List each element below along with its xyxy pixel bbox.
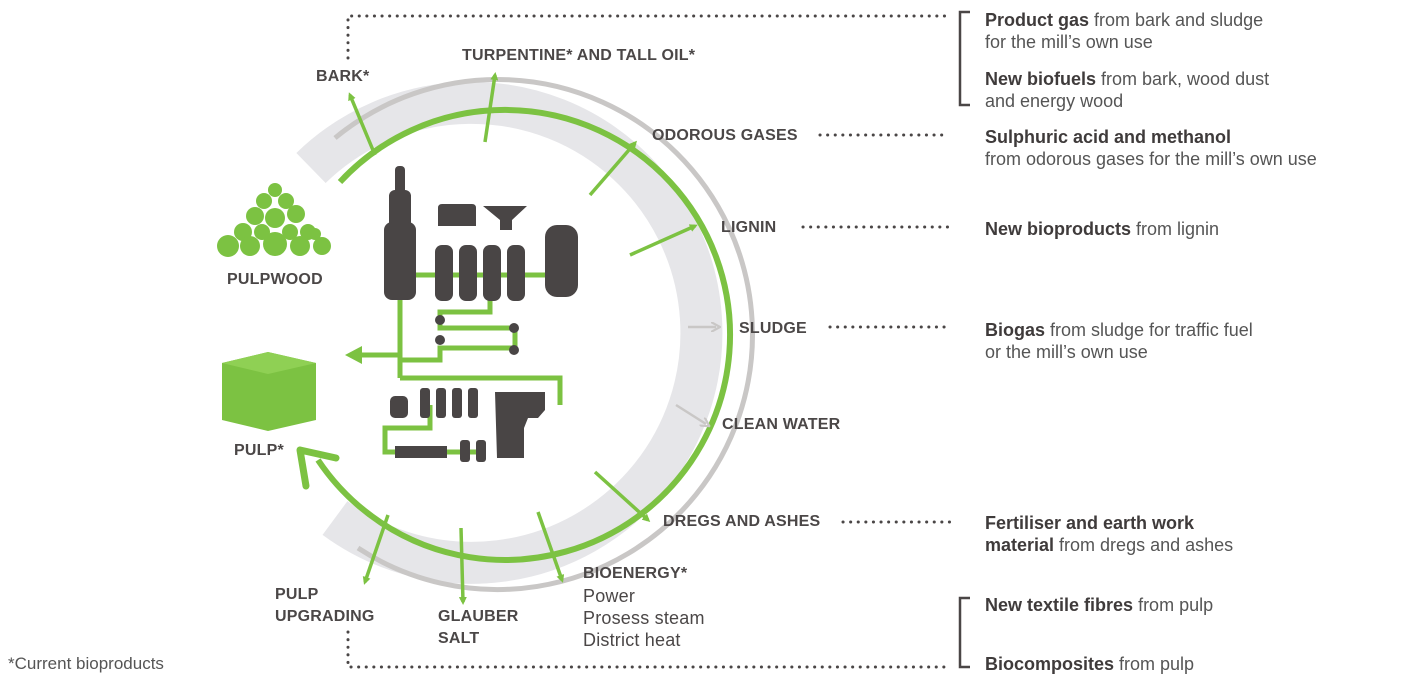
pulp-arrowhead <box>296 446 340 490</box>
label-pulp-upgrading: PULP UPGRADING <box>275 584 375 628</box>
sulphuric-line2: from odorous gases for the mill’s own us… <box>985 149 1317 169</box>
pulpwood-icon <box>217 183 331 257</box>
label-glauber-line1: GLAUBER <box>438 608 519 625</box>
light-ring <box>296 81 723 584</box>
label-clean-water: CLEAN WATER <box>722 416 841 433</box>
sulphuric-text: Sulphuric acid and methanol from odorous… <box>985 126 1317 170</box>
biogas-rest: from sludge for traffic fuel <box>1045 320 1253 340</box>
footnote: *Current bioproducts <box>8 654 164 673</box>
textile-text: New textile fibres from pulp <box>985 594 1213 616</box>
output-arrows <box>348 72 698 605</box>
green-ring <box>315 106 733 563</box>
product-gas-rest: from bark and sludge <box>1089 10 1264 30</box>
label-glauber-salt: GLAUBER SALT <box>438 606 519 650</box>
biocomposites-rest: from pulp <box>1114 654 1195 674</box>
label-sludge: SLUDGE <box>739 320 807 337</box>
fertiliser-text: Fertiliser and earth work material from … <box>985 512 1233 556</box>
biogas-bold: Biogas <box>985 320 1046 340</box>
biogas-line2: or the mill’s own use <box>985 342 1148 362</box>
process-pipes <box>350 272 563 455</box>
label-odorous-gases: ODOROUS GASES <box>652 127 798 144</box>
bioenergy-item-power: Power <box>583 586 636 606</box>
bioproducts-bold: New bioproducts <box>985 219 1132 239</box>
label-lignin: LIGNIN <box>721 219 777 236</box>
pulp-icon <box>222 352 316 431</box>
biocomposites-bold: Biocomposites <box>985 654 1115 674</box>
new-biofuels-line2: and energy wood <box>985 91 1124 111</box>
label-pulpwood: PULPWOOD <box>227 271 323 288</box>
label-glauber-line2: SALT <box>438 630 480 647</box>
biocomposites-text: Biocomposites from pulp <box>985 653 1194 675</box>
process-equipment <box>384 166 578 462</box>
bioproducts-text: New bioproducts from lignin <box>985 218 1219 240</box>
bioenergy-item-heat: District heat <box>583 630 681 650</box>
bioenergy-item-steam: Prosess steam <box>583 608 705 628</box>
new-biofuels-bold: New biofuels <box>985 69 1097 89</box>
label-turpentine: TURPENTINE* AND TALL OIL* <box>462 47 696 64</box>
fertiliser-bold: Fertiliser and earth work <box>985 513 1195 533</box>
bioproducts-rest: from lignin <box>1131 219 1220 239</box>
label-pulp-upgrading-line2: UPGRADING <box>275 608 375 625</box>
label-bark: BARK* <box>316 68 370 85</box>
label-bioenergy: BIOENERGY* Power Prosess steam District … <box>583 563 705 651</box>
dotted-lines <box>346 14 954 669</box>
label-dregs-ashes: DREGS AND ASHES <box>663 513 821 530</box>
product-gas-text: Product gas from bark and sludge for the… <box>985 9 1263 53</box>
label-pulp-upgrading-line1: PULP <box>275 586 319 603</box>
fertiliser-bold2: material <box>985 535 1055 555</box>
textile-rest: from pulp <box>1133 595 1214 615</box>
label-pulp: PULP* <box>234 442 284 459</box>
fertiliser-rest2: from dregs and ashes <box>1054 535 1234 555</box>
product-gas-line2: for the mill’s own use <box>985 32 1153 52</box>
product-gas-bold: Product gas <box>985 10 1090 30</box>
label-bioenergy-title: BIOENERGY* <box>583 565 688 582</box>
sulphuric-bold: Sulphuric acid and methanol <box>985 127 1232 147</box>
textile-bold: New textile fibres <box>985 595 1134 615</box>
new-biofuels-text: New biofuels from bark, wood dust and en… <box>985 68 1269 112</box>
brackets <box>958 10 970 669</box>
biogas-text: Biogas from sludge for traffic fuel or t… <box>985 319 1253 363</box>
grey-ring <box>333 77 755 593</box>
new-biofuels-rest: from bark, wood dust <box>1096 69 1270 89</box>
pipe-arrowhead <box>345 346 362 364</box>
grey-arrows <box>675 327 716 424</box>
